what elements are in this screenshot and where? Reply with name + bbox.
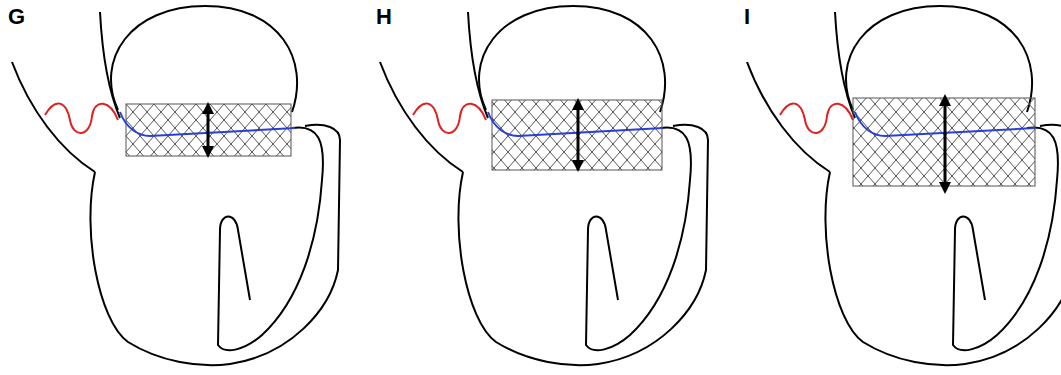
panel-g: [12, 6, 340, 365]
panel-letter: G: [8, 6, 25, 28]
panel-letter: H: [376, 6, 392, 28]
panel-h: [380, 6, 708, 365]
panel-letter: I: [744, 6, 750, 28]
panel-i: [747, 6, 1061, 365]
